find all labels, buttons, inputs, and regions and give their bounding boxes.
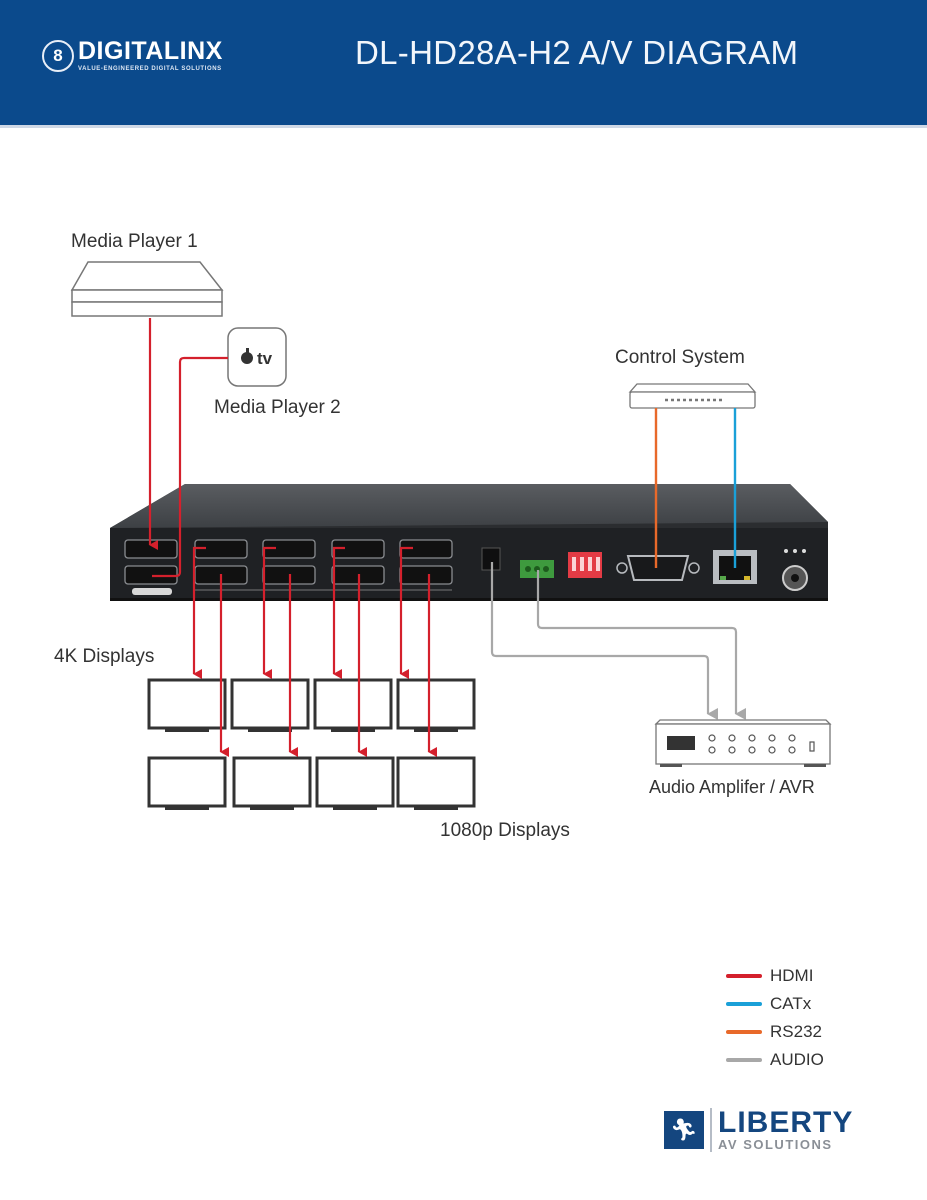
legend-item-rs232: RS232 [726, 1018, 824, 1046]
audio-amplifier-icon [654, 719, 832, 767]
display-4k [147, 678, 227, 732]
apple-tv-icon: tv [227, 327, 287, 387]
liberty-name: LIBERTY [718, 1106, 854, 1139]
hdmi-cables [148, 318, 437, 757]
media-player-1-label: Media Player 1 [71, 231, 198, 252]
legend-label: CATx [770, 994, 812, 1013]
hdmi-switcher-device [110, 484, 828, 601]
logo-tagline: VALUE-ENGINEERED DIGITAL SOLUTIONS [78, 66, 222, 72]
display-1080p [396, 756, 476, 810]
audio-cables [490, 562, 746, 720]
legend-item-audio: AUDIO [726, 1046, 824, 1074]
legend: HDMI CATx RS232 AUDIO [726, 962, 824, 1074]
legend-label: AUDIO [770, 1050, 824, 1069]
control-system-label: Control System [615, 347, 745, 368]
digitalinx-logo-icon: 8 [42, 39, 74, 72]
display-4k [313, 678, 393, 732]
media-player-2-label: Media Player 2 [214, 397, 341, 418]
liberty-logo: 🏃︎ LIBERTY AV SOLUTIONS [664, 1108, 853, 1152]
media-player-1-icon [70, 261, 224, 317]
svg-text:tv: tv [257, 349, 273, 368]
legend-label: HDMI [770, 966, 814, 985]
control-system-icon [628, 383, 757, 409]
displays-1080p-label: 1080p Displays [440, 820, 570, 841]
logo-name: DIGITALINX [78, 37, 223, 65]
display-4k [230, 678, 310, 732]
displays-4k [147, 678, 476, 732]
displays-4k-label: 4K Displays [54, 646, 155, 667]
display-1080p [315, 756, 395, 810]
liberty-sub: AV SOLUTIONS [718, 1137, 833, 1152]
display-4k [396, 678, 476, 732]
header-banner: 8 DIGITALINX VALUE-ENGINEERED DIGITAL SO… [0, 0, 927, 128]
legend-swatch-rs232 [726, 1030, 762, 1034]
legend-swatch-catx [726, 1002, 762, 1006]
legend-swatch-audio [726, 1058, 762, 1062]
audio-amplifier-label: Audio Amplifer / AVR [649, 777, 815, 797]
digitalinx-logo: 8 DIGITALINX VALUE-ENGINEERED DIGITAL SO… [42, 38, 223, 73]
legend-item-hdmi: HDMI [726, 962, 824, 990]
displays-1080p [147, 756, 476, 810]
legend-swatch-hdmi [726, 974, 762, 978]
legend-label: RS232 [770, 1022, 822, 1041]
legend-item-catx: CATx [726, 990, 824, 1018]
display-1080p [232, 756, 312, 810]
runner-icon: 🏃︎ [664, 1111, 704, 1149]
rs232-port [626, 555, 690, 581]
display-1080p [147, 756, 227, 810]
page-title: DL-HD28A-H2 A/V DIAGRAM [355, 34, 799, 71]
logo-divider [710, 1108, 712, 1152]
